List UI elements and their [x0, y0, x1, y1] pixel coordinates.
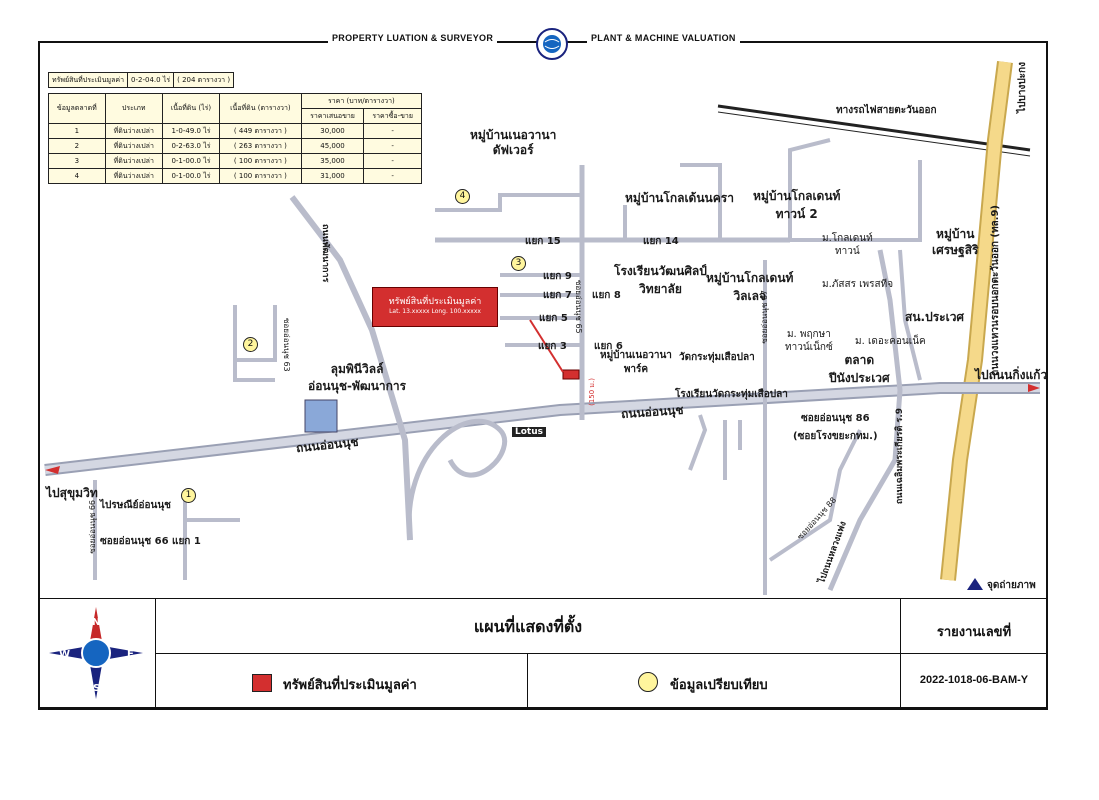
map-title: แผนที่แสดงที่ตั้ง — [473, 617, 583, 636]
comparison-marker: 2 — [243, 337, 258, 352]
legend-subject-label: ทรัพย์สินที่ประเมินมูลค่า — [283, 678, 417, 693]
market-label: ตลาด ปีนังประเวศ — [829, 353, 890, 385]
yaek-label: แยก 9 — [543, 271, 572, 282]
yaek-label: แยก 8 — [592, 290, 621, 301]
logo-globe-icon — [536, 28, 568, 60]
police-label: สน.ประเวศ — [905, 310, 965, 324]
road-label: ซอยอ่อนนุช 67 — [760, 290, 769, 344]
market-data-table: ข้อมูลตลาดที่ ประเภท เนื้อที่ดิน (ไร่) เ… — [48, 93, 423, 184]
report-label-cell: รายงานเลขที่ — [900, 598, 1048, 654]
yaek-label: แยก 6 — [594, 341, 623, 352]
village-label: หมู่บ้านเนอวานา พาร์ค — [600, 350, 672, 375]
report-number-cell: 2022-1018-06-BAM-Y — [900, 653, 1048, 710]
village-label: ม.โกลเดนท์ ทาวน์ — [822, 233, 873, 257]
village-label: หมู่บ้าน เศรษฐสิริ — [932, 227, 979, 257]
table-subheader: ราคาซื้อ-ขาย — [363, 108, 422, 124]
map-canvas — [44, 60, 1040, 595]
yaek-label: แยก 5 — [539, 313, 568, 324]
svg-text:N: N — [92, 617, 100, 628]
school-label: โรงเรียนวัดกระทุ่มเสือปลา — [675, 389, 788, 400]
village-label: ม. เดอะคอนเน็ค — [855, 336, 926, 347]
table-header: เนื้อที่ดิน (ตารางวา) — [219, 93, 302, 124]
legend-compare-label: ข้อมูลเปรียบเทียบ — [670, 678, 768, 693]
railway-label: ทางรถไฟสายตะวันออก — [836, 105, 937, 116]
yaek-label: แยก 7 — [543, 290, 572, 301]
table-header: ราคา (บาท/ตารางวา) — [300, 93, 423, 109]
header-right: PLANT & MACHINE VALUATION — [587, 33, 740, 43]
legend-subject-cell: ทรัพย์สินที่ประเมินมูลค่า — [155, 653, 528, 710]
village-label: ม. พฤกษา ทาวน์เน็กซ์ — [785, 329, 833, 353]
distance-label: (150 ม.) — [588, 378, 596, 406]
yaek-label: แยก 14 — [643, 236, 679, 247]
report-label: รายงานเลขที่ — [936, 625, 1012, 640]
road-label: ถนนเฉลิมพระเกียรติ ร.9 — [895, 408, 905, 505]
comparison-table: ทรัพย์สินที่ประเมินมูลค่า 0-2-04.0 ไร่ (… — [47, 72, 235, 88]
compass-cell: N E S W — [38, 598, 156, 710]
road-label: ซอยอ่อนนุช 65 — [574, 280, 583, 334]
road-label: ซอยอ่อนนุช 66 — [88, 500, 97, 554]
header-left: PROPERTY LUATION & SURVEYOR — [328, 33, 498, 43]
svg-text:W: W — [59, 649, 70, 660]
table-title-label: ทรัพย์สินที่ประเมินมูลค่า — [47, 72, 129, 88]
comparison-marker: 1 — [181, 488, 196, 503]
photo-point-label: จุดถ่ายภาพ — [987, 580, 1036, 591]
post-office-label: ไปรษณีย์อ่อนนุช — [100, 500, 171, 511]
compass-icon: N E S W — [49, 607, 143, 699]
yaek-label: แยก 15 — [525, 236, 561, 247]
village-label: ม.ภัสสร เพรสทีจ — [822, 279, 894, 290]
to-kingkaew-label: ไปถนนกิ่งแก้ว — [975, 368, 1048, 382]
road-label: ซอยอ่อนนุช 66 แยก 1 — [100, 536, 201, 547]
svg-text:E: E — [127, 649, 134, 660]
subject-property-box: ทรัพย์สินที่ประเมินมูลค่า Lat. 13.xxxxx … — [372, 287, 498, 327]
village-label: หมู่บ้านเนอวานา ดัฟเวอร์ — [470, 128, 557, 157]
village-label: หมู่บ้านโกลเดนท์ ทาวน์ 2 — [753, 189, 841, 221]
comparison-marker: 3 — [511, 256, 526, 271]
report-number: 2022-1018-06-BAM-Y — [919, 674, 1029, 686]
table-header: เนื้อที่ดิน (ไร่) — [161, 93, 221, 124]
title-cell: แผนที่แสดงที่ตั้ง — [155, 598, 901, 654]
school-label: โรงเรียนวัฒนศิลป์ วิทยาลัย — [614, 264, 707, 296]
to-bangpakong-label: ไปบางปะกง — [1017, 62, 1028, 113]
outer-ring-label: ถนนวงแหวนรอบนอกตะวันออก (ทล.9) — [990, 205, 1001, 376]
table-subheader: ราคาเสนอขาย — [300, 108, 365, 124]
village-label: หมู่บ้านโกลเดนท์ วิลเลจ — [706, 271, 794, 303]
yaek-label: แยก 3 — [538, 341, 567, 352]
temple-label: วัดกระทุ่มเสือปลา — [679, 352, 755, 363]
table-header: ข้อมูลตลาดที่ — [48, 93, 106, 124]
table-title-area: 0-2-04.0 ไร่ — [127, 72, 175, 88]
village-label: หมู่บ้านโกลเด้นนครา — [625, 191, 734, 205]
road-label: ซอยอ่อนนุช 63 — [282, 318, 291, 372]
road-label: ซอยอ่อนนุช 86 (ซอยโรงขยะกทม.) — [793, 413, 878, 442]
comparison-marker: 4 — [455, 189, 470, 204]
to-sukhumvit-label: ไปสุขุมวิท — [46, 486, 98, 500]
condo-label: ลุมพินีวิลล์ อ่อนนุช-พัฒนาการ — [308, 362, 407, 393]
road-label: ถนนพัฒนาการ — [320, 224, 330, 283]
legend-compare-cell: ข้อมูลเปรียบเทียบ — [527, 653, 901, 710]
table-header: ประเภท — [104, 93, 163, 124]
table-title-wa: ( 204 ตารางวา ) — [173, 72, 235, 88]
subject-legend-icon — [252, 674, 272, 692]
svg-text:S: S — [93, 683, 100, 694]
railway — [717, 104, 1031, 157]
lotus-label: Lotus — [512, 427, 546, 437]
comparison-legend-icon — [638, 672, 658, 692]
